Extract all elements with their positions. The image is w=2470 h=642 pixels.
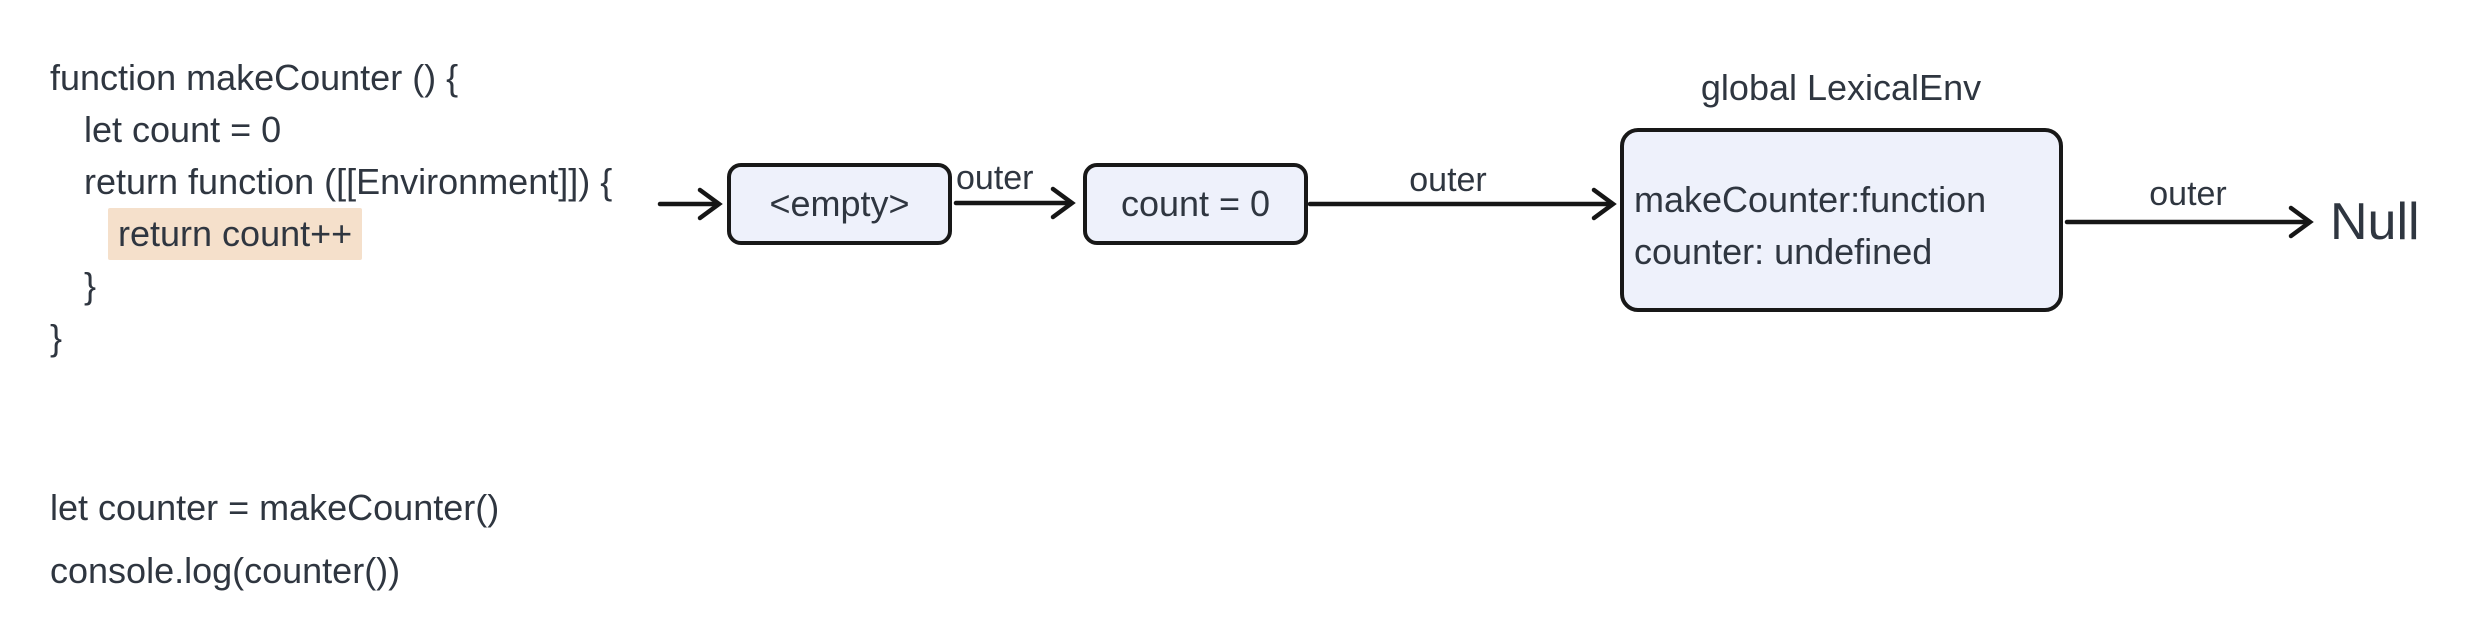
code-line-function-decl: function makeCounter () { — [50, 57, 459, 98]
env-record-empty-box: <empty> — [727, 163, 952, 245]
code-line-return-count: return count++ — [50, 208, 612, 260]
code-block-top: function makeCounter () { let count = 0 … — [50, 52, 612, 364]
global-lexicalenv-title: global LexicalEnv — [1700, 67, 1982, 108]
code-block-bottom: let counter = makeCounter() console.log(… — [50, 486, 499, 593]
env-record-empty-label: <empty> — [769, 183, 910, 224]
code-line-return-function: return function ([[Environment]]) { — [84, 161, 613, 202]
env-record-count-box: count = 0 — [1083, 163, 1308, 245]
highlighted-return-count: return count++ — [108, 208, 363, 260]
code-line-let-counter: let counter = makeCounter() — [50, 487, 500, 528]
code-line-console-log: console.log(counter()) — [50, 550, 401, 591]
global-env-entry-counter: counter: undefined — [1634, 231, 1933, 272]
global-env-entry-makecounter: makeCounter:function — [1634, 179, 1987, 220]
code-line-close-brace-inner: } — [84, 265, 97, 306]
code-line-let-count: let count = 0 — [84, 109, 282, 150]
outer-label-3: outer — [2149, 175, 2227, 213]
null-reference-label: Null — [2330, 193, 2420, 251]
outer-label-2: outer — [1409, 161, 1487, 199]
code-line-close-brace-outer: } — [50, 317, 63, 358]
env-record-count-label: count = 0 — [1120, 183, 1271, 224]
arrow-code-to-empty — [657, 187, 723, 221]
global-lexicalenv-box: makeCounter:function counter: undefined — [1620, 128, 2063, 312]
outer-label-1: outer — [956, 159, 1034, 197]
